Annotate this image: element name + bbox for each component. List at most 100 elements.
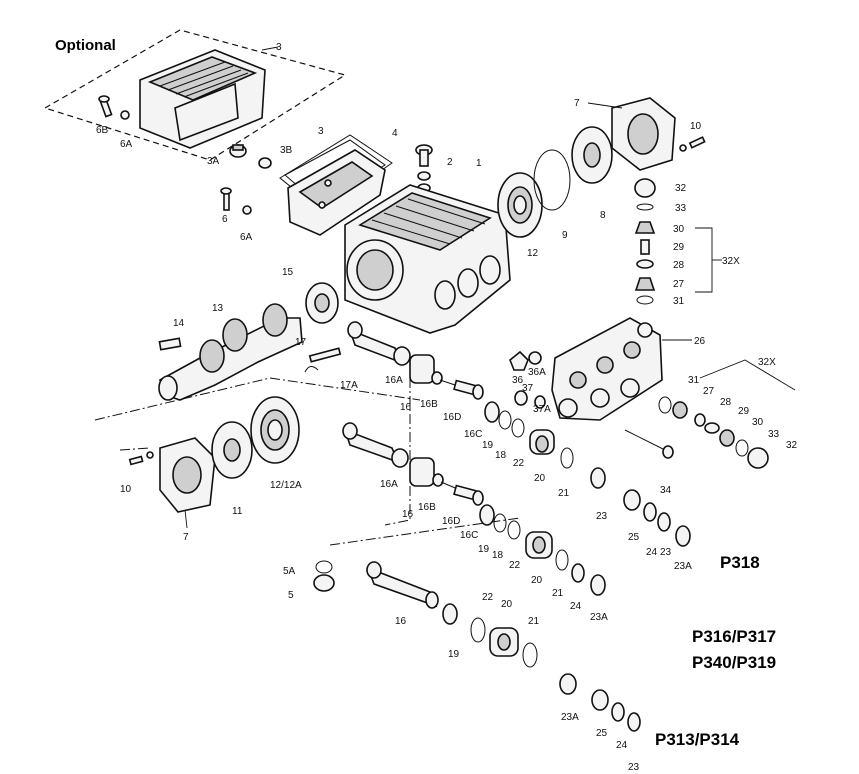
label-34: 34 [660,485,672,496]
plug-3B [258,157,272,169]
oring-9 [533,149,571,211]
label-12: 12 [527,248,539,259]
packing-20-row3 [489,627,519,657]
cap-32-right [747,447,769,469]
seal-23-row2 [657,512,671,532]
bolt-34 [624,429,674,459]
valve-stack-right [658,396,769,469]
label-19-row1: 19 [482,440,494,451]
label-32X-right: 32X [758,357,776,368]
label-23-row3: 23 [628,762,640,773]
label-16A-row2: 16A [380,479,398,490]
bolt-16D-row2 [432,473,461,491]
bearing-cover-7-top [611,97,676,171]
oring-31-right [658,396,672,414]
label-23A-row2: 23A [674,561,692,572]
label-32X-top: 32X [722,256,740,267]
optional-cover-group: Optional 3 6B 6A [43,29,347,161]
plug-37 [514,390,528,406]
bolt-16D-row1 [431,371,459,387]
seat-27-top [634,277,656,291]
guide-16A-row2 [391,448,409,468]
label-15: 15 [282,267,294,278]
label-3-top: 3 [276,42,282,53]
label-23-row1: 23 [596,511,608,522]
label-5A: 5A [283,566,296,577]
label-25-row3: 25 [596,728,608,739]
label-31-top: 31 [673,296,685,307]
label-27-right: 27 [703,386,715,397]
oring-5A [315,560,333,574]
plug-3A [229,144,247,158]
seal-19-row3 [442,603,458,625]
ring-24-row3 [611,702,625,722]
cap-32-top [634,178,656,198]
label-12-12A: 12/12A [270,480,302,491]
label-30-right: 30 [752,417,764,428]
label-6A-top: 6A [120,139,133,150]
label-16C-row1: 16C [464,429,482,440]
bearing-12-top [497,172,543,238]
key-14 [158,337,182,351]
label-14: 14 [173,318,185,329]
seal-23-row3 [627,712,641,732]
label-5: 5 [288,590,294,601]
bearing-12-12A [250,396,300,464]
label-16D-row2: 16D [442,516,460,527]
connecting-rod-16-row3 [366,561,439,609]
screws-10-bottom [128,451,154,466]
seal-23-row1 [590,467,606,489]
seal-23A-row2b [590,574,606,596]
label-24b-row2: 24 [646,547,658,558]
oring-31-top [636,295,654,305]
label-20-row1: 20 [534,473,546,484]
crosshead-16B-row1 [409,354,435,384]
crankshaft-13 [158,303,303,401]
cover-4 [287,149,386,236]
label-29-top: 29 [673,242,685,253]
label-2: 2 [447,157,453,168]
label-28-top: 28 [673,260,685,271]
label-24-row3: 24 [616,740,628,751]
ring-18-row1 [498,410,512,430]
label-16C-row2: 16C [460,530,478,541]
seal-19-row2 [479,504,495,526]
oring-22-row3 [470,617,486,643]
label-24-row2: 24 [570,601,582,612]
valve-stack-top [634,178,656,305]
crankcase-1 [344,184,511,334]
label-16-row3: 16 [395,616,407,627]
washer-6A-left [242,205,252,215]
label-7-top: 7 [574,98,580,109]
spring-29-right [704,422,720,434]
seal-19-row1 [484,401,500,423]
label-20-row2: 20 [531,575,543,586]
oring-21-row1 [560,447,574,469]
valve-30-right [719,429,735,447]
label-37A: 37A [533,404,551,415]
label-21-row1: 21 [558,488,570,499]
wrist-pin-17 [308,347,342,363]
optional-label: Optional [55,37,116,54]
label-33-right: 33 [768,429,780,440]
oring-22-row1 [511,418,525,438]
label-25-row2: 25 [628,532,640,543]
connecting-rod-16-row1 [347,321,402,364]
label-3B: 3B [280,145,293,156]
label-6-left: 6 [222,214,228,225]
label-18-row2: 18 [492,550,504,561]
connecting-rod-16-row2 [342,422,400,464]
manifold-26 [551,317,663,421]
label-19-row3: 19 [448,649,460,660]
label-21-row3: 21 [528,616,540,627]
bearing-cover-7-bottom [159,437,216,513]
label-23A-row3: 23A [561,712,579,723]
screw-6 [220,187,232,211]
washer-36A [528,351,542,365]
washer-6A-top [120,110,130,120]
oring-33-top [636,203,654,211]
model-label-1: P316/P317 [692,627,776,646]
packing-20-row1 [529,429,555,455]
model-label-2: P340/P319 [692,653,776,672]
label-4: 4 [392,128,398,139]
